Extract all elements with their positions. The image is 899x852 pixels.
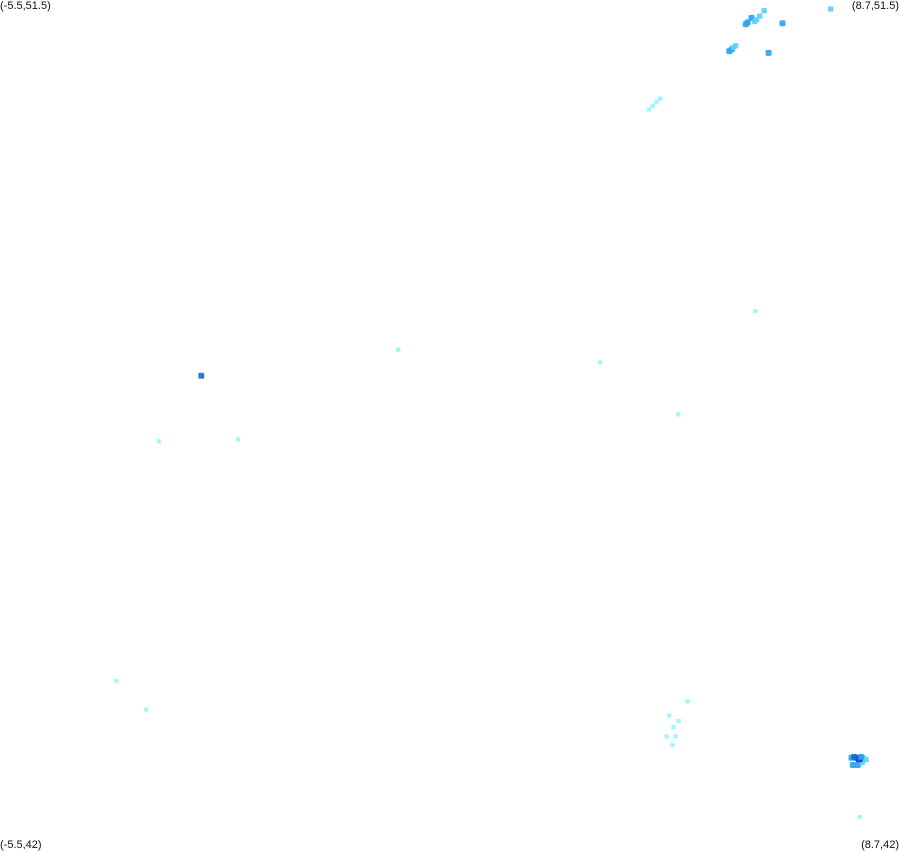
data-point-26 <box>144 707 149 712</box>
data-point-34 <box>857 814 862 820</box>
data-point-10 <box>751 18 758 25</box>
data-point-20 <box>597 360 603 365</box>
data-point-19 <box>396 347 401 352</box>
data-point-23 <box>235 437 241 442</box>
data-point-17 <box>779 20 786 27</box>
data-point-25 <box>114 678 119 683</box>
data-point-18 <box>753 309 758 314</box>
data-point-29 <box>676 718 681 724</box>
data-point-36 <box>849 762 856 768</box>
data-point-14 <box>654 100 659 105</box>
data-point-7 <box>761 8 767 14</box>
data-point-32 <box>673 734 678 739</box>
corner-label-top-right: (8.7,51.5) <box>851 0 899 12</box>
data-point-6 <box>827 6 834 12</box>
data-point-33 <box>670 743 675 748</box>
data-point-37 <box>854 762 861 768</box>
data-point-44 <box>858 753 864 760</box>
data-point-15 <box>650 103 655 109</box>
data-point-16 <box>646 107 652 112</box>
data-point-22 <box>198 372 205 379</box>
corner-label-bottom-right: (8.7,42) <box>861 839 899 851</box>
data-point-40 <box>863 756 869 763</box>
corner-label-top-left: (-5.5,51.5) <box>0 0 51 12</box>
data-points-layer <box>114 6 869 820</box>
data-point-43 <box>851 753 858 760</box>
data-point-13 <box>658 96 663 101</box>
data-point-12 <box>730 44 736 51</box>
data-point-3 <box>742 21 749 28</box>
data-point-28 <box>666 713 672 718</box>
data-point-24 <box>156 439 162 444</box>
data-point-30 <box>671 725 676 730</box>
data-point-27 <box>685 699 690 704</box>
data-point-21 <box>675 412 681 417</box>
data-point-0 <box>765 49 772 56</box>
data-point-31 <box>664 734 669 739</box>
corner-label-bottom-left: (-5.5,42) <box>0 839 42 851</box>
